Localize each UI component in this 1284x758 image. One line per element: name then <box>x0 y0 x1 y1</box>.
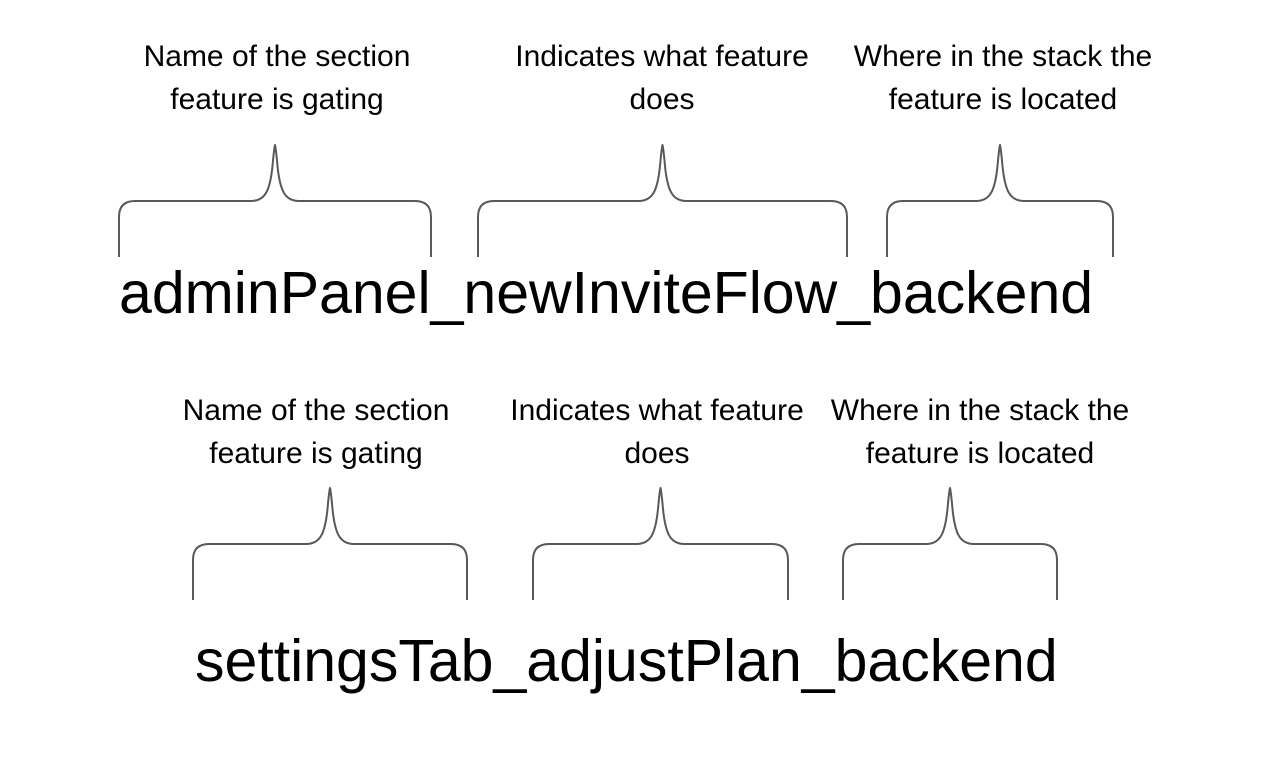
annotation-line: feature is located <box>865 437 1095 470</box>
annotation-feature-purpose-1: Indicates what feature does <box>515 35 809 121</box>
annotation-line: Indicates what feature <box>510 394 804 427</box>
annotation-line: feature is gating <box>170 83 384 116</box>
annotation-section-name-1: Name of the section feature is gating <box>144 35 411 121</box>
feature-flag-name-1: adminPanel_newInviteFlow_backend <box>119 260 1094 326</box>
annotation-line: Name of the section <box>143 40 411 73</box>
annotation-line: does <box>624 437 690 470</box>
curly-brace-icon <box>886 144 1114 257</box>
feature-flag-name-2: settingsTab_adjustPlan_backend <box>195 628 1058 694</box>
curly-brace-icon <box>118 144 432 257</box>
annotation-line: Name of the section <box>182 394 450 427</box>
curly-brace-icon <box>532 487 789 600</box>
annotation-feature-purpose-2: Indicates what feature does <box>510 389 804 475</box>
annotation-line: Where in the stack the <box>830 394 1130 427</box>
annotation-line: feature is gating <box>209 437 423 470</box>
annotation-line: does <box>629 83 695 116</box>
annotation-line: Indicates what feature <box>515 40 809 73</box>
curly-brace-icon <box>192 487 468 600</box>
annotation-section-name-2: Name of the section feature is gating <box>183 389 450 475</box>
annotation-stack-location-1: Where in the stack the feature is locate… <box>854 35 1152 121</box>
annotation-line: Where in the stack the <box>853 40 1153 73</box>
curly-brace-icon <box>477 144 848 257</box>
annotation-line: feature is located <box>888 83 1118 116</box>
curly-brace-icon <box>842 487 1058 600</box>
annotation-stack-location-2: Where in the stack the feature is locate… <box>831 389 1129 475</box>
